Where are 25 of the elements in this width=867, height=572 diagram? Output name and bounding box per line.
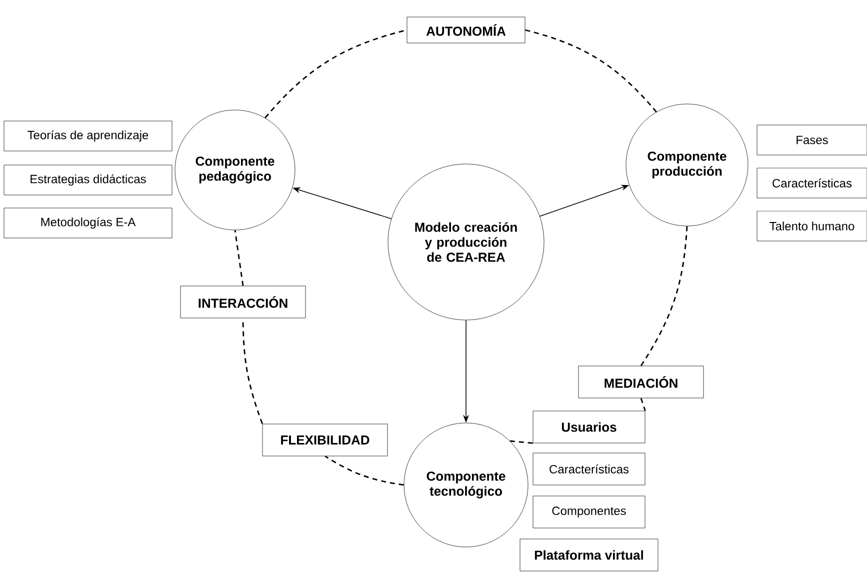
circle-node: Componente pedagógico	[174, 110, 296, 230]
circle-node: Modelo creación y producción de CEA-REA	[388, 164, 544, 320]
item-box: Características	[532, 452, 646, 486]
label-box: FLEXIBILIDAD	[262, 424, 388, 456]
item-box: Componentes	[532, 496, 646, 528]
label-box: INTERACCIÓN	[180, 286, 306, 318]
item-box: Talento humano	[756, 210, 867, 242]
label-box: AUTONOMÍA	[406, 16, 526, 44]
label-box: Plataforma virtual	[520, 538, 658, 572]
circle-node: Componente producción	[626, 104, 748, 226]
dashed-arc	[640, 226, 688, 366]
item-box: Metodologías E-A	[4, 208, 172, 238]
item-box: Estrategias didácticas	[4, 164, 172, 196]
dashed-arc	[264, 29, 407, 118]
dashed-arc	[324, 456, 404, 486]
dashed-arc	[640, 398, 646, 412]
label-box: MEDIACIÓN	[578, 366, 704, 398]
circle-node: Componente tecnológico	[404, 422, 528, 548]
label-box: Usuarios	[532, 410, 646, 444]
dashed-arc	[510, 440, 533, 444]
item-box: Fases	[756, 124, 867, 156]
item-box: Teorías de aprendizaje	[4, 120, 172, 152]
dashed-arc	[525, 29, 657, 112]
item-box: Características	[756, 168, 867, 198]
dashed-arc	[234, 230, 244, 286]
